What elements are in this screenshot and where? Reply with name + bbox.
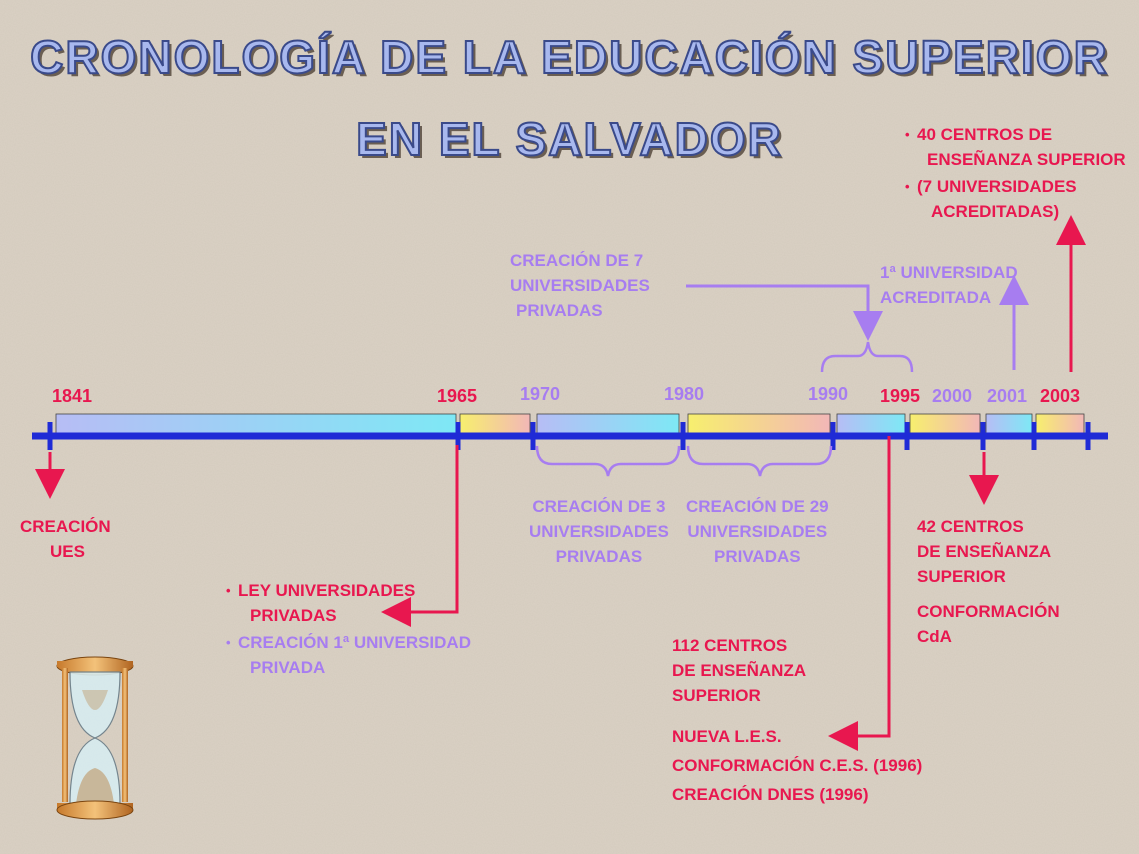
event-nueva-les-line-3: CREACIÓN DNES (1996): [672, 785, 869, 804]
event-creacion-ues: CREACIÓN UES: [20, 514, 111, 564]
year-1995: 1995: [880, 386, 921, 406]
event-creacion-ues-line-1: CREACIÓN: [20, 517, 111, 536]
segment-1990-1995: [836, 413, 906, 434]
event-cuarentaydos-centros-line-1: 42 CENTROS: [917, 517, 1024, 536]
event-primera-acreditada: 1ª UNIVERSIDAD ACREDITADA: [880, 260, 1018, 310]
arrow-ley-privadas: [381, 445, 459, 627]
year-1965: 1965: [437, 386, 478, 406]
event-cuarentaydos-centros: 42 CENTROS DE ENSEÑANZA SUPERIOR: [917, 514, 1051, 589]
event-siete-acreditadas: (7 UNIVERSIDADES ACREDITADAS): [905, 174, 1077, 224]
title-line-2: EN EL SALVADOR: [355, 112, 783, 166]
title-line-1: CRONOLOGÍA DE LA EDUCACIÓN SUPERIOR: [29, 30, 1109, 84]
event-ciento-doce-line-3: SUPERIOR: [672, 686, 761, 705]
event-conformacion-cda: CONFORMACIÓN CdA: [917, 599, 1060, 649]
event-creacion-ues-line-2: UES: [50, 542, 85, 561]
hourglass-icon: [56, 656, 134, 820]
year-2001: 2001: [987, 386, 1028, 406]
event-conformacion-cda-line-2: CdA: [917, 627, 952, 646]
event-cuarenta-centros-line-1: 40 CENTROS DE: [905, 122, 1126, 147]
event-tres-privadas: CREACIÓN DE 3 UNIVERSIDADES PRIVADAS: [529, 494, 669, 569]
year-2003: 2003: [1040, 386, 1081, 406]
event-conformacion-cda-line-1: CONFORMACIÓN: [917, 602, 1060, 621]
segment-1995-2000: [909, 413, 981, 434]
event-tres-privadas-line-2: UNIVERSIDADES: [529, 522, 669, 541]
event-veintinueve-privadas-line-2: UNIVERSIDADES: [687, 522, 828, 541]
event-cuarentaydos-centros-line-3: SUPERIOR: [917, 567, 1006, 586]
year-1970: 1970: [520, 384, 561, 404]
event-ley-privadas-line-1: LEY UNIVERSIDADES: [226, 578, 415, 603]
event-siete-acreditadas-line-1: (7 UNIVERSIDADES: [905, 174, 1077, 199]
segment-1965-1970: [459, 413, 531, 434]
event-siete-privadas-line-1: CREACIÓN DE 7: [510, 251, 644, 270]
event-siete-privadas-line-2: UNIVERSIDADES: [510, 276, 650, 295]
event-nueva-les-line-1: NUEVA L.E.S.: [672, 727, 782, 746]
segment-2000-2001: [985, 413, 1033, 434]
event-siete-privadas: CREACIÓN DE 7 UNIVERSIDADES PRIVADAS: [510, 248, 650, 323]
event-nueva-les-line-2: CONFORMACIÓN C.E.S. (1996): [672, 756, 923, 775]
event-ciento-doce-line-1: 112 CENTROS: [672, 636, 788, 655]
event-nueva-les: NUEVA L.E.S. CONFORMACIÓN C.E.S. (1996) …: [672, 722, 922, 809]
event-ciento-doce: 112 CENTROS DE ENSEÑANZA SUPERIOR: [672, 633, 806, 708]
event-primera-privada-line-1: CREACIÓN 1ª UNIVERSIDAD: [226, 630, 471, 655]
year-1980: 1980: [664, 384, 705, 404]
brace-1990-1995: [820, 341, 914, 373]
brace-1980-1990: [686, 445, 833, 477]
event-cuarentaydos-centros-line-2: DE ENSEÑANZA: [917, 542, 1052, 561]
year-1841: 1841: [52, 386, 93, 406]
event-primera-privada: CREACIÓN 1ª UNIVERSIDAD PRIVADA: [226, 630, 471, 680]
event-primera-privada-line-2: PRIVADA: [250, 658, 326, 677]
event-tres-privadas-line-3: PRIVADAS: [555, 547, 643, 566]
event-veintinueve-privadas: CREACIÓN DE 29 UNIVERSIDADES PRIVADAS: [686, 494, 829, 569]
year-1990: 1990: [808, 384, 849, 404]
year-2000: 2000: [932, 386, 973, 406]
arrow-7-privadas: [686, 284, 883, 341]
event-siete-acreditadas-line-2: ACREDITADAS): [931, 202, 1060, 221]
event-ley-privadas-line-2: PRIVADAS: [250, 606, 337, 625]
segment-1841-1965: [55, 413, 457, 434]
event-ley-privadas: LEY UNIVERSIDADES PRIVADAS: [226, 578, 415, 628]
event-cuarenta-centros: 40 CENTROS DE ENSEÑANZA SUPERIOR: [905, 122, 1126, 172]
arrow-1995: [828, 436, 891, 751]
event-ciento-doce-line-2: DE ENSEÑANZA: [672, 661, 807, 680]
event-tres-privadas-line-1: CREACIÓN DE 3: [532, 497, 666, 516]
event-veintinueve-privadas-line-1: CREACIÓN DE 29: [686, 497, 829, 516]
event-veintinueve-privadas-line-3: PRIVADAS: [714, 547, 801, 566]
segment-1980-1990: [687, 413, 831, 434]
brace-1970-1980: [535, 445, 681, 477]
event-primera-acreditada-line-2: ACREDITADA: [880, 288, 992, 307]
event-primera-acreditada-line-1: 1ª UNIVERSIDAD: [880, 263, 1018, 282]
event-cuarenta-centros-line-2: ENSEÑANZA SUPERIOR: [927, 150, 1126, 169]
segment-2001-2003: [1035, 413, 1085, 434]
event-siete-privadas-line-3: PRIVADAS: [516, 301, 603, 320]
segment-1970-1980: [536, 413, 680, 434]
